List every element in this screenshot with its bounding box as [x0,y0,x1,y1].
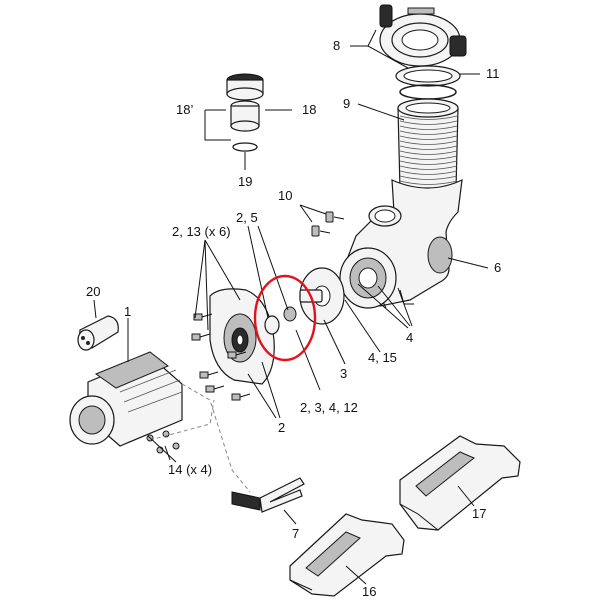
bolt-shaft [207,371,219,376]
label-7: 7 [292,526,299,541]
label-2-3-4-12: 2, 3, 4, 12 [300,400,358,415]
bolt-icon [231,393,241,401]
basket-rib [399,165,458,170]
seal-plate-icon [209,288,275,385]
screw-icon [172,442,180,450]
bolt-shaft [239,393,251,398]
strainer-basket-icon [397,98,459,196]
label-20: 20 [86,284,100,299]
lid-seal-icon [399,84,457,100]
basket-rib [399,150,458,155]
basket-rib [399,155,458,160]
screw-icon [162,430,170,438]
basket-rib [399,115,458,120]
basket-rib [399,120,458,125]
alignment-guides [149,383,251,493]
leader-lines [93,29,489,585]
drain-plug-icon [311,211,345,237]
label-2-5: 2, 5 [236,210,258,225]
bolt-icon [191,333,201,341]
label-3: 3 [340,366,347,381]
bolt-icon [199,371,209,379]
label-11: 11 [486,66,500,81]
label-4-15: 4, 15 [368,350,397,365]
basket-rib [399,160,458,165]
bolt-shaft [235,351,247,356]
bolt-icon [227,351,237,359]
mounting-foot-icon [399,435,521,531]
basket-rib [399,130,458,135]
union-connector-icon [226,73,264,152]
bolt-icon [205,385,215,393]
basket-rib [399,170,458,175]
label-16: 16 [362,584,376,599]
bolt-shaft [213,385,225,390]
label-6: 6 [494,260,501,275]
label-18: 18 [302,102,316,117]
seal-ring-icon [264,306,297,335]
screw-icon [156,446,164,454]
basket-rib [399,145,458,150]
label-2: 2 [278,420,285,435]
label-2-13: 2, 13 (x 6) [172,224,231,239]
strainer-lid-icon [379,4,467,67]
bolt-shaft [199,333,211,338]
label-8: 8 [333,38,340,53]
bolt-set-icon [191,313,251,401]
basket-rib [399,180,458,185]
label-18-prime: 18’ [176,102,193,117]
basket-rib [399,140,458,145]
capacitor-icon [77,315,119,351]
label-14: 14 (x 4) [168,462,212,477]
lid-o-ring-icon [395,65,461,87]
basket-rib [399,135,458,140]
pump-base-icon [289,513,405,597]
label-17: 17 [472,506,486,521]
motor-icon [69,351,183,447]
callout-labels: 8 11 9 18’ 18 19 10 6 2, 5 2, 13 (x 6) 2… [86,38,501,599]
basket-rib [399,125,458,130]
label-9: 9 [343,96,350,111]
clip-icon [231,477,305,513]
screw-set-icon [146,430,180,454]
basket-rib [399,175,458,180]
bolt-shaft [201,313,213,318]
label-4-a: 4 [406,330,413,345]
label-19: 19 [238,174,252,189]
label-1: 1 [124,304,131,319]
pump-housing-icon [339,178,463,309]
highlight-circle [253,274,317,362]
label-10: 10 [278,188,292,203]
